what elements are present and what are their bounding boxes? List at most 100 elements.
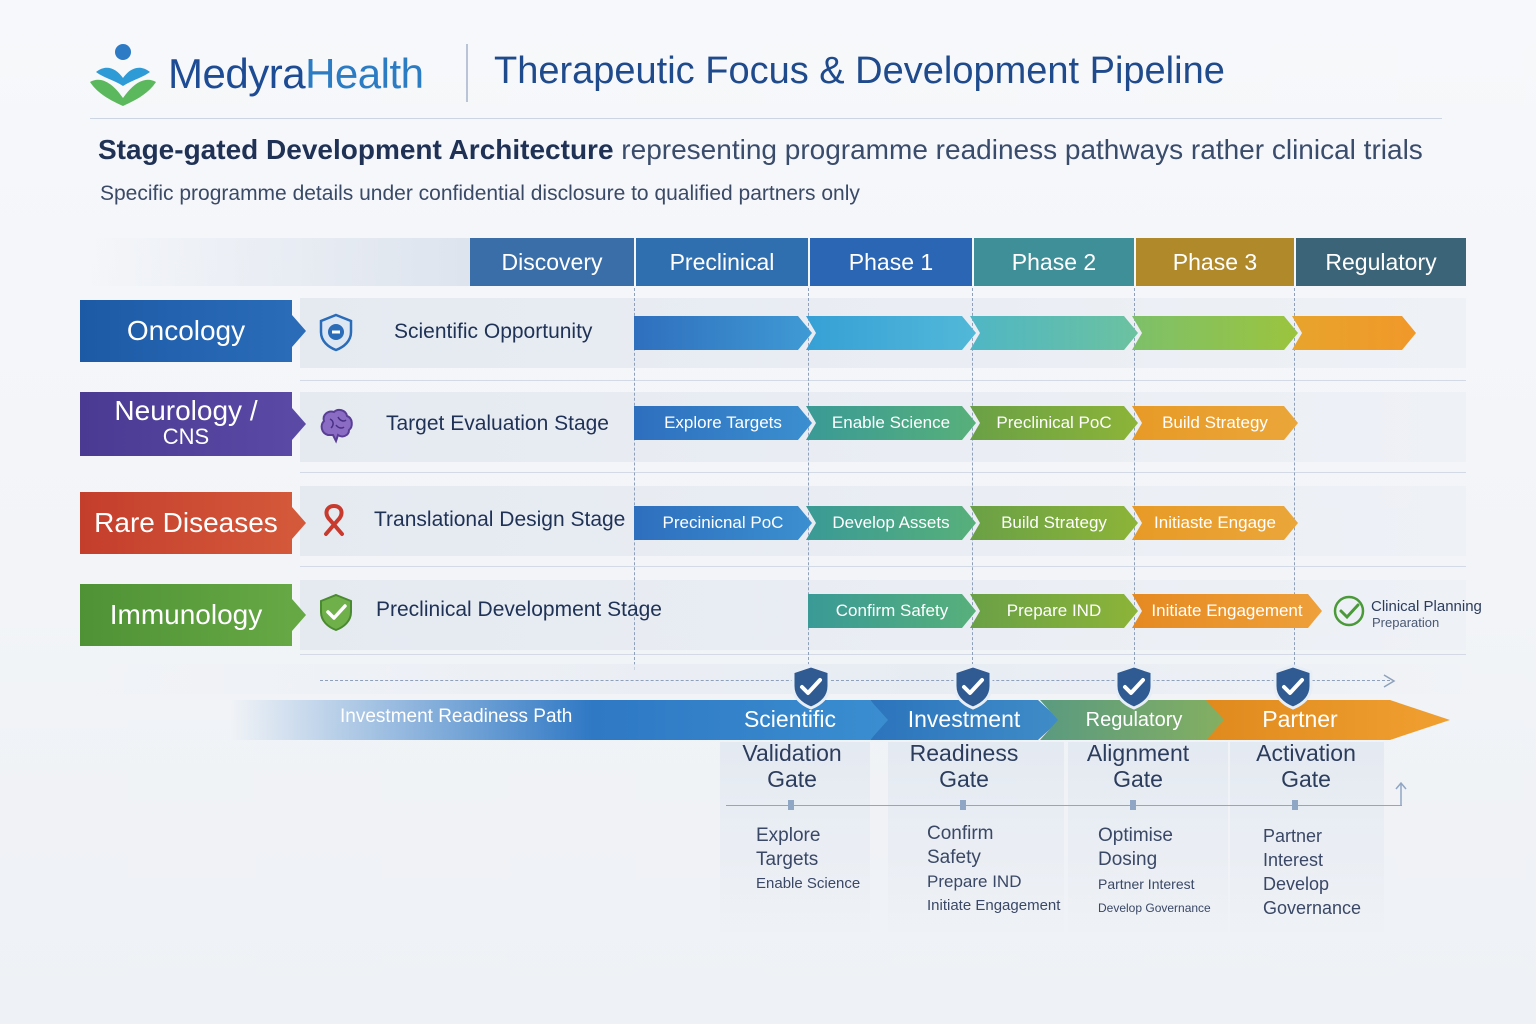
step-label: Develop Assets (832, 513, 950, 532)
shield-badge-icon (319, 313, 353, 352)
brand-logo-icon (90, 44, 156, 106)
axis-up-arrow-icon (1395, 781, 1407, 806)
header-divider (466, 44, 468, 102)
area-pointer (292, 315, 306, 347)
row-divider (300, 380, 1466, 381)
area-pointer (292, 408, 306, 440)
gate-axis-line (726, 805, 1402, 806)
progress-chevron (634, 316, 812, 350)
step-label: Explore Targets (664, 413, 782, 432)
row-divider (300, 472, 1466, 473)
phase-header-phase1: Phase 1 (810, 238, 972, 286)
brand-name: MedyraHealth (168, 50, 424, 98)
step-chevron: Initiate Engagement (1132, 594, 1322, 628)
gate-item: Confirm (927, 823, 994, 844)
area-name-oncology: Oncology (126, 315, 246, 346)
gate-item: Targets (756, 849, 819, 870)
gate-shield-check-icon (953, 664, 993, 710)
gate-item: Governance (1263, 898, 1362, 918)
ribbon-icon (324, 504, 344, 536)
step-label: Initiate Engagement (1151, 601, 1303, 620)
gate-item: Initiate Engagement (927, 897, 1061, 914)
phase-divider-line (634, 288, 635, 670)
gate-panel (1230, 742, 1384, 932)
stage-text-rare-diseases: Translational Design Stage (374, 508, 626, 531)
clinical-planning-icon (1333, 595, 1365, 627)
phase-header-phase3: Phase 3 (1136, 238, 1294, 286)
step-label: Build Strategy (1001, 513, 1107, 532)
gate-subtitle-line: Gate (1281, 766, 1331, 792)
readiness-band (90, 664, 1480, 694)
clinical-planning-sublabel: Preparation (1372, 615, 1440, 630)
step-chevron: Explore Targets (634, 406, 812, 440)
gate-panel (1068, 742, 1228, 932)
progress-chevron (1132, 316, 1298, 350)
step-chevron: Build Strategy (970, 506, 1138, 540)
phase-header-band (80, 238, 470, 286)
area-label-oncology: Oncology (80, 300, 292, 362)
gate-item: Prepare IND (927, 872, 1022, 891)
row-divider (300, 654, 1466, 655)
step-chevron: Initiaste Engage (1132, 506, 1298, 540)
header-rule (90, 118, 1442, 119)
step-chevron: Build Strategy (1132, 406, 1298, 440)
area-label-immunology: Immunology (80, 584, 292, 646)
area-name-immunology: Immunology (109, 599, 263, 630)
gate-items-list: Optimise Dosing Partner Interest Develop… (1098, 824, 1211, 920)
step-chevron: Preclinical PoC (970, 406, 1138, 440)
step-chevron: Confirm Safety (808, 594, 976, 628)
progress-chevron (1292, 316, 1416, 350)
subtitle: Stage-gated Development Architecture rep… (98, 134, 1423, 166)
phase-divider-line (1134, 288, 1135, 670)
phase-header-phase2: Phase 2 (974, 238, 1134, 286)
gate-item: Partner (1263, 826, 1323, 846)
area-name-rare-diseases: Rare Diseases (94, 507, 278, 538)
gate-subtitle-line: Gate (1113, 766, 1163, 792)
gate-title: Scientific (743, 706, 837, 732)
step-label: Enable Science (831, 413, 951, 432)
gate-item: Develop (1263, 874, 1330, 894)
subtitle-rest: representing programme readiness pathway… (613, 134, 1423, 165)
gate-subtitle-line: Alignment (1086, 740, 1190, 766)
step-chevron: Develop Assets (806, 506, 976, 540)
phase-divider-line (972, 288, 973, 670)
gate-item: Enable Science (756, 875, 861, 892)
dashed-arrowhead-icon (1383, 674, 1396, 688)
step-chevron: Prepare IND (970, 594, 1138, 628)
gate-shield-check-icon (1114, 664, 1154, 710)
step-label: Preclinical PoC (996, 413, 1112, 432)
readiness-path-arrow (230, 700, 890, 740)
gate-chevron (870, 700, 1060, 740)
shield-check-icon (320, 593, 352, 632)
gate-items-list: Explore Targets Enable Science (756, 824, 860, 896)
step-chevron: Precinicnal PoC (634, 506, 812, 540)
phase-header-regulatory: Regulatory (1296, 238, 1466, 286)
gate-axis-tick (788, 800, 794, 810)
phase-header-preclinical: Preclinical (636, 238, 808, 286)
brand-name-part1: Medyra (168, 50, 306, 97)
gate-subtitle-line: Validation (742, 740, 842, 766)
gate-item: Explore (756, 825, 821, 846)
gate-axis-tick (960, 800, 966, 810)
gate-title: Partner (1262, 706, 1338, 732)
area-pointer (292, 599, 306, 631)
row-divider (300, 566, 1466, 567)
phase-header-discovery: Discovery (470, 238, 634, 286)
step-label: Initiaste Engage (1154, 513, 1276, 532)
clinical-planning-label: Clinical Planning (1371, 598, 1482, 615)
area-name-neurology: Neurology / (114, 395, 258, 426)
gate-panel (720, 742, 870, 932)
gate-title: Investment (907, 706, 1021, 732)
brain-icon (320, 408, 353, 444)
step-label: Confirm Safety (835, 601, 949, 620)
gate-panel (888, 742, 1064, 932)
phase-divider-line (1294, 288, 1295, 670)
step-label: Prepare IND (1006, 601, 1102, 620)
gate-subtitle-line: Readiness (909, 740, 1019, 766)
stage-text-neurology: Target Evaluation Stage (386, 412, 609, 435)
gate-subtitle-line: Gate (939, 766, 989, 792)
